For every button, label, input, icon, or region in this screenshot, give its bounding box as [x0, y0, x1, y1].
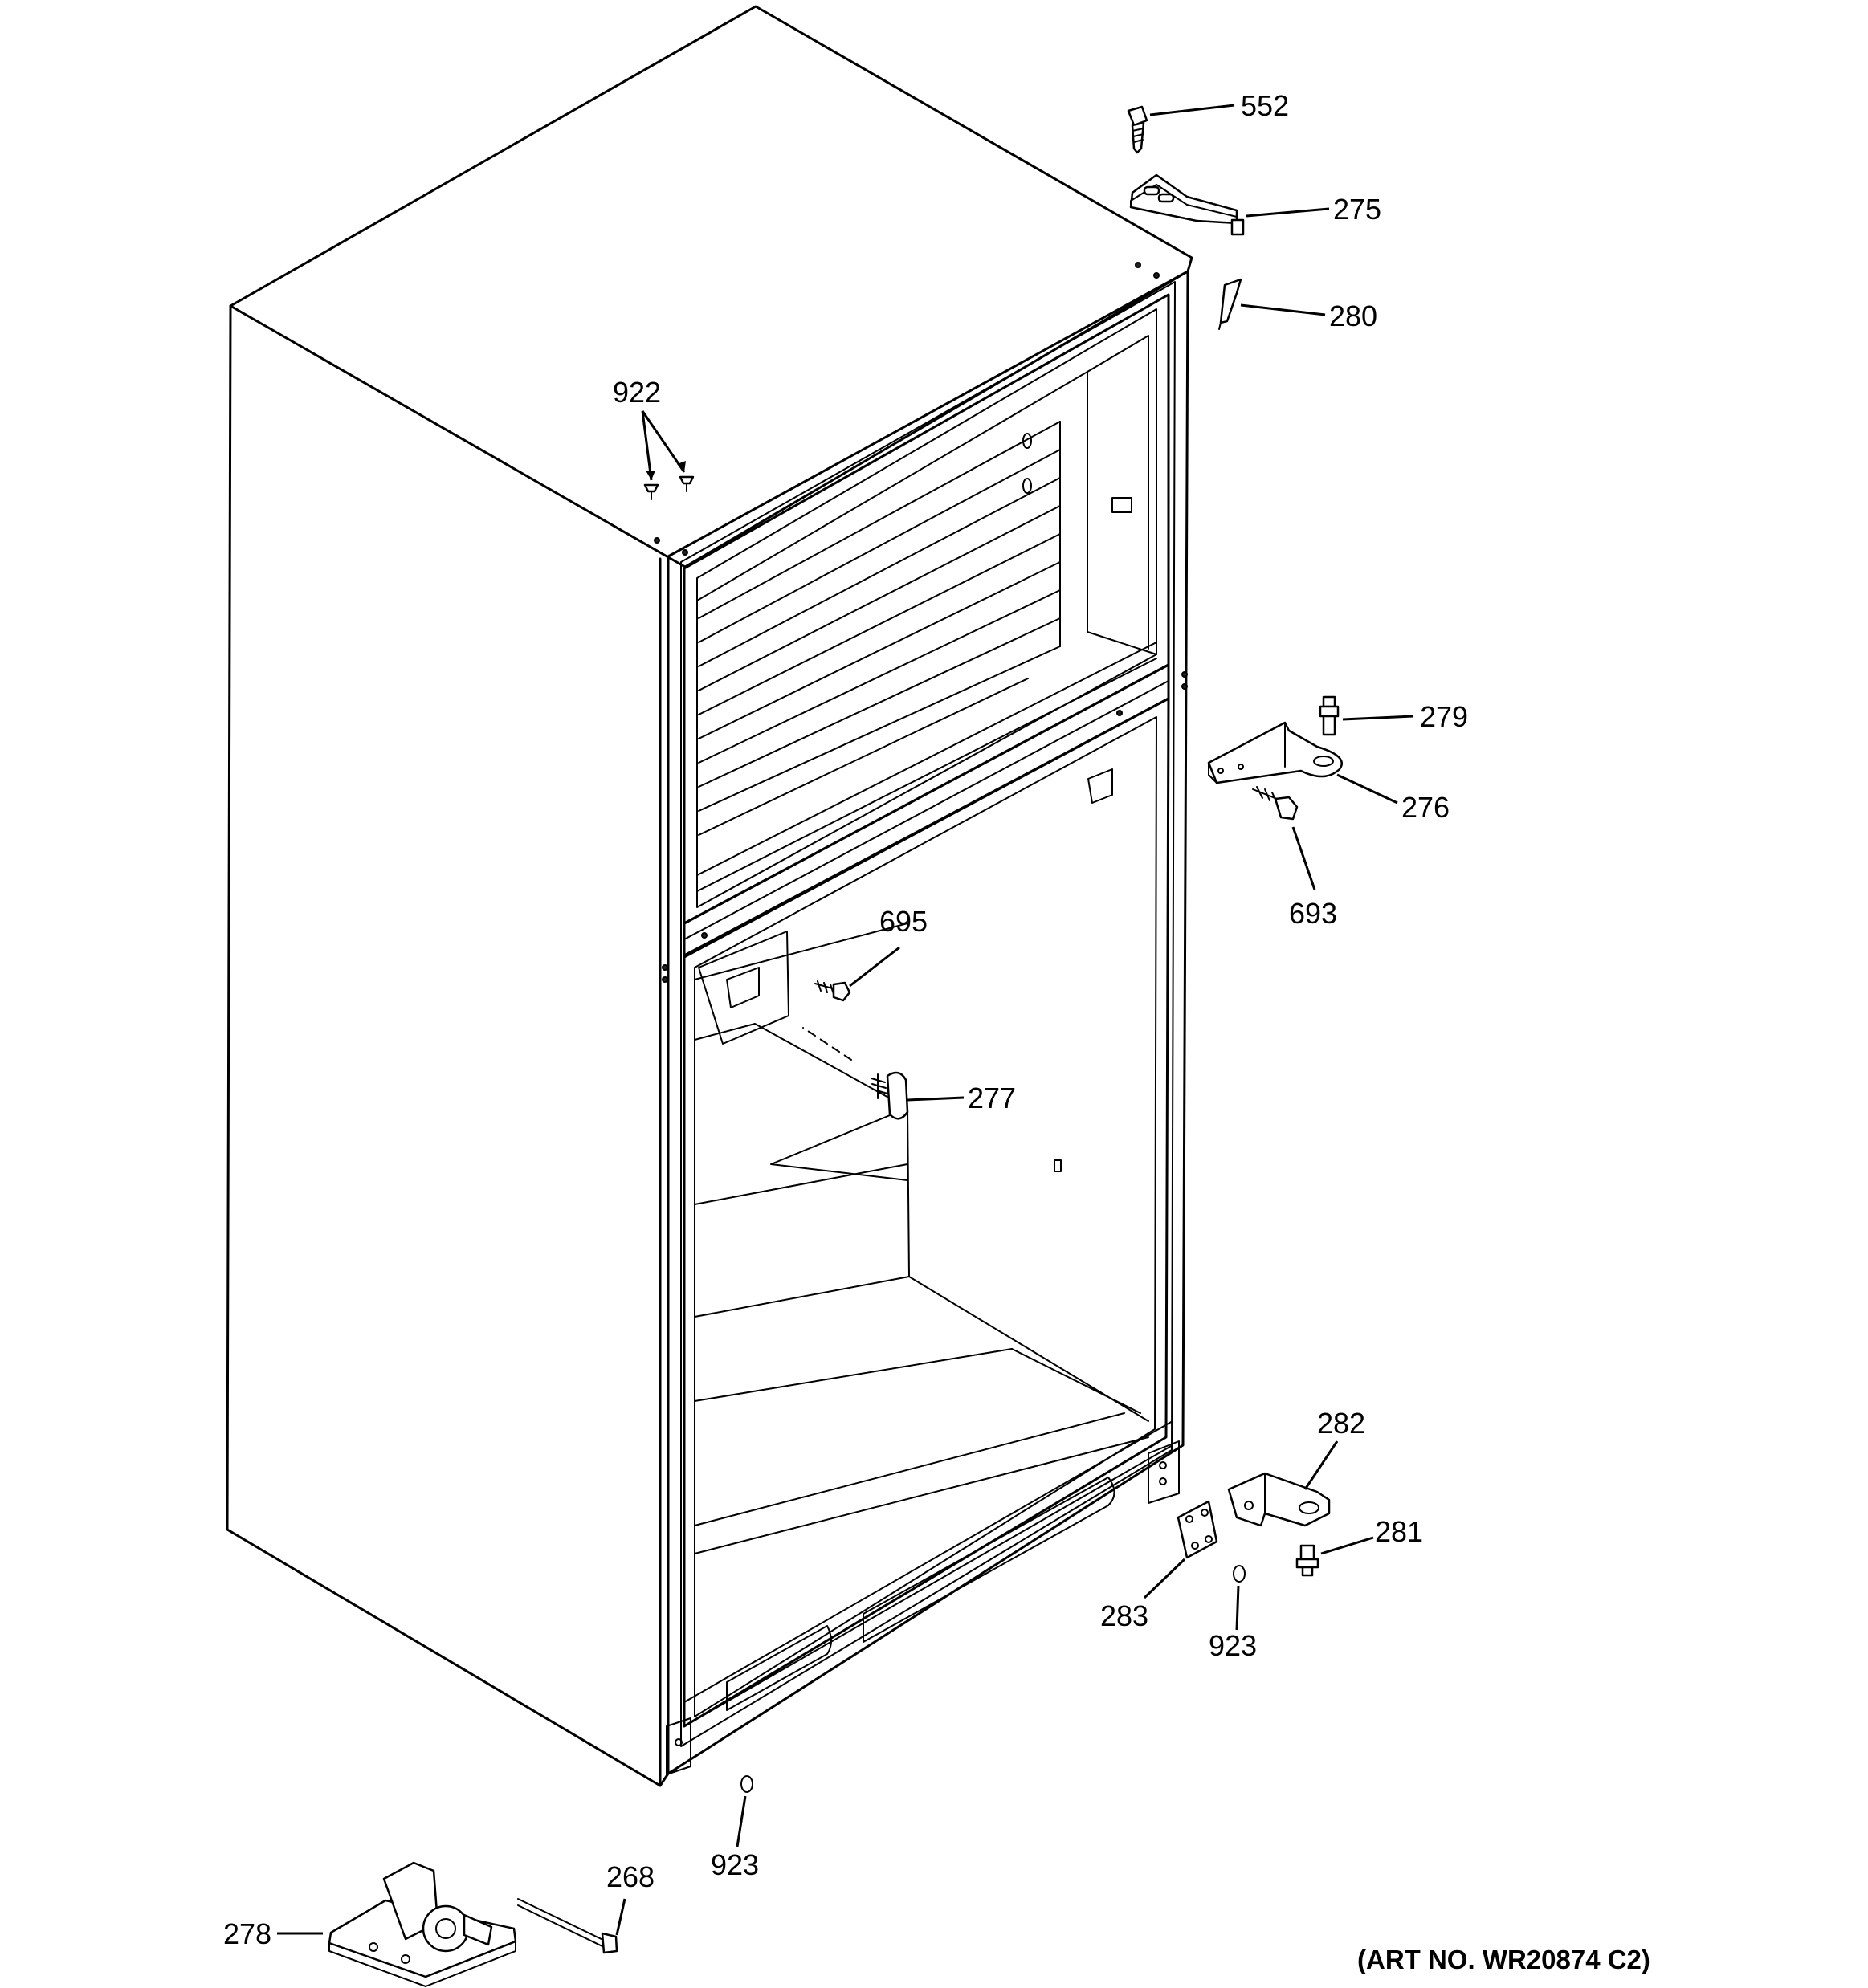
- part-275-top-hinge: [1129, 173, 1245, 236]
- leader-280: [1240, 303, 1326, 316]
- part-276-center-hinge: [1207, 721, 1343, 784]
- leader-275: [1246, 207, 1330, 218]
- art-number: (ART NO. WR20874 C2): [1357, 1945, 1650, 1974]
- leader-922: [641, 410, 686, 481]
- part-278-roller-assembly: [328, 1861, 517, 1987]
- part-280-shim: [1218, 278, 1242, 330]
- leader-279: [1342, 715, 1414, 721]
- part-923-washer-left: [740, 1775, 753, 1793]
- label-281: 281: [1375, 1515, 1423, 1548]
- label-275: 275: [1333, 193, 1381, 226]
- part-923-washer-right: [1233, 1565, 1246, 1583]
- leader-552: [1149, 104, 1235, 116]
- leader-283: [1143, 1558, 1186, 1599]
- part-279-hinge-pin: [1319, 695, 1340, 736]
- label-277: 277: [968, 1082, 1016, 1114]
- label-693: 693: [1289, 897, 1337, 930]
- label-280: 280: [1329, 299, 1377, 332]
- label-278: 278: [223, 1917, 271, 1950]
- arrowheads-922: [646, 461, 686, 480]
- leader-923-left: [736, 1795, 747, 1847]
- label-276: 276: [1401, 791, 1450, 824]
- leader-277: [907, 1096, 965, 1102]
- label-552: 552: [1241, 89, 1289, 122]
- leader-693: [1291, 826, 1316, 890]
- label-282: 282: [1317, 1407, 1365, 1440]
- leader-268: [615, 1898, 626, 1936]
- freezer-coils: [698, 421, 1061, 836]
- label-923-left: 923: [711, 1848, 759, 1881]
- part-282-bottom-hinge: [1227, 1472, 1331, 1527]
- part-277-thermostat-knob: [802, 1027, 909, 1120]
- part-693-screw: [1252, 786, 1299, 821]
- leader-281: [1320, 1536, 1374, 1555]
- leader-282: [1303, 1440, 1339, 1490]
- label-922: 922: [613, 376, 661, 409]
- label-268: 268: [606, 1860, 655, 1893]
- label-923-right: 923: [1209, 1629, 1257, 1662]
- part-695-screw: [814, 980, 851, 1002]
- part-922-hole-plugs: [643, 475, 695, 500]
- part-281-hinge-pin: [1295, 1544, 1319, 1577]
- part-268-leveling-rod: [517, 1898, 618, 1954]
- label-283: 283: [1100, 1599, 1148, 1632]
- part-552-screw: [1127, 105, 1148, 154]
- leader-695: [849, 946, 900, 988]
- leader-923-right: [1235, 1585, 1240, 1631]
- part-283-shim-plate: [1177, 1500, 1218, 1559]
- label-279: 279: [1420, 700, 1468, 733]
- label-695: 695: [879, 905, 928, 938]
- cabinet: [226, 5, 1193, 1787]
- leader-276: [1336, 773, 1398, 805]
